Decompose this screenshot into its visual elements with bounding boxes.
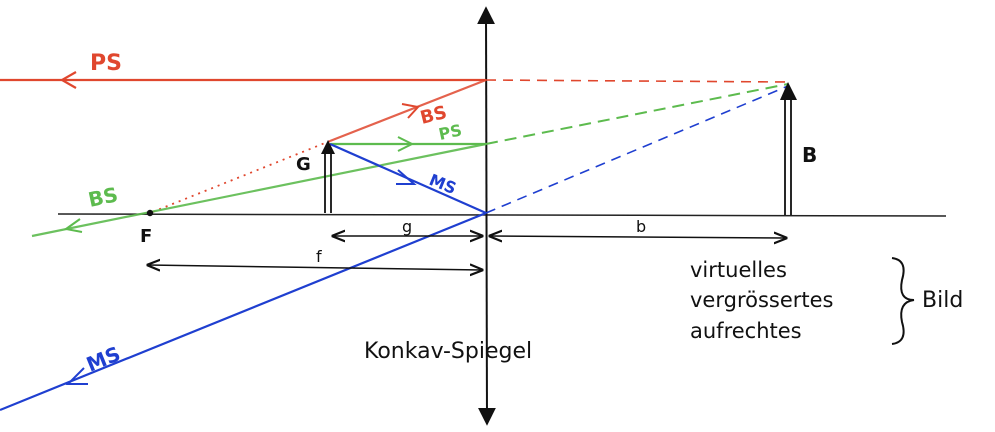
- ray-ms-inner-arrowhead: [396, 169, 417, 185]
- ray-bs-green: [31, 142, 487, 238]
- label-dim-f: f: [316, 247, 322, 266]
- desc-brace: [891, 257, 915, 345]
- ray-ps-red-virtual: [485, 79, 789, 83]
- ray-ms-outer: [0, 211, 487, 412]
- label-ps-green: PS: [437, 120, 464, 143]
- object-arrow: [321, 140, 335, 213]
- desc-word-bild: Bild: [922, 288, 963, 313]
- label-dim-b: b: [636, 217, 646, 236]
- label-focus-f: F: [140, 226, 152, 247]
- label-bs-green: BS: [86, 182, 120, 212]
- label-dim-g: g: [402, 217, 412, 236]
- ray-bs-red: [329, 78, 487, 143]
- mirror-line: [477, 6, 496, 426]
- desc-line-2: vergrössertes: [690, 288, 834, 312]
- image-arrow: [780, 82, 797, 215]
- focus-point: [146, 209, 154, 217]
- ray-ps-red-arrowhead: [59, 71, 77, 89]
- label-ps-top: PS: [90, 51, 122, 76]
- ray-bs-red-arrowhead: [401, 103, 420, 119]
- ray-bs-red-dotted: [149, 140, 331, 214]
- ray-bs-green-arrowhead: [63, 218, 83, 233]
- optical-axis: [57, 213, 947, 217]
- label-mirror: Konkav-Spiegel: [364, 339, 532, 364]
- desc-line-1: virtuelles: [690, 258, 787, 282]
- label-image-b: B: [802, 143, 817, 167]
- dim-f: [148, 265, 482, 270]
- label-ms-inner: MS: [427, 170, 460, 198]
- label-ms-outer: MS: [83, 342, 124, 377]
- label-object-g: G: [296, 154, 311, 175]
- dim-b: [490, 236, 786, 238]
- ray-ms-outer-arrowhead: [65, 367, 88, 385]
- ray-ps-green-virtual: [485, 83, 789, 145]
- ray-ps-green-arrowhead: [397, 136, 415, 152]
- desc-line-3: aufrechtes: [690, 319, 802, 343]
- ray-ms-virtual: [485, 85, 789, 214]
